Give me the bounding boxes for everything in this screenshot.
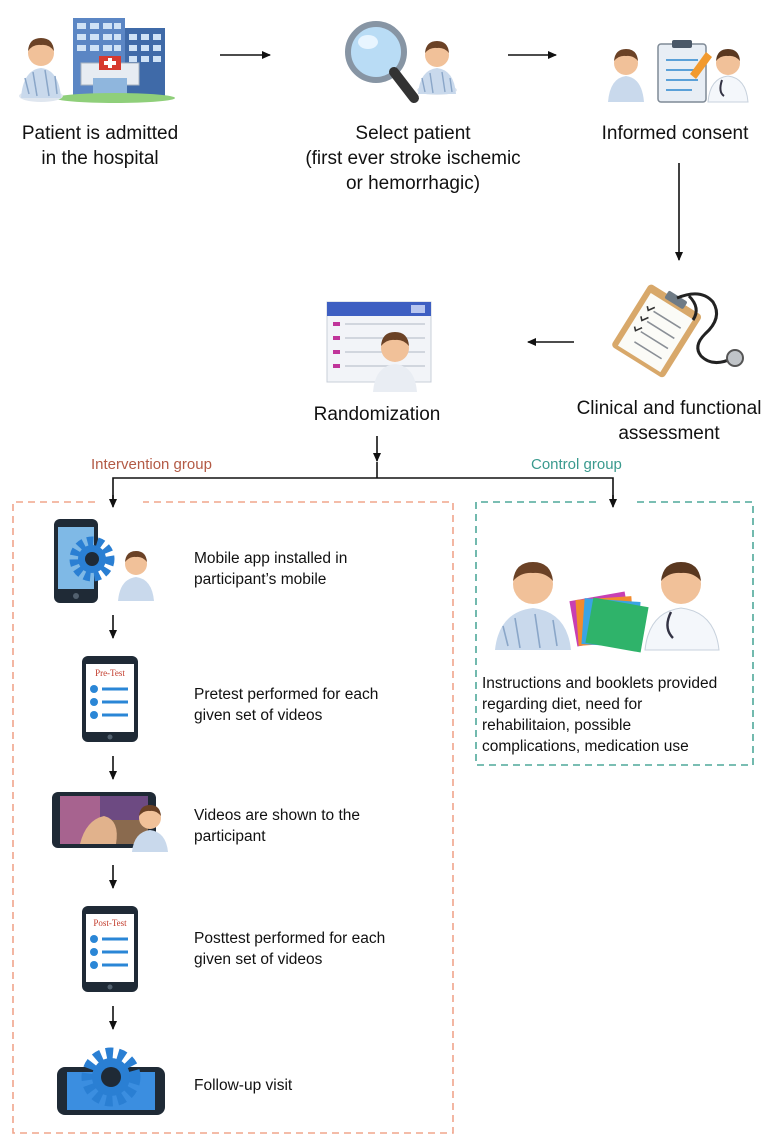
step-consent-label: Informed consent (601, 123, 749, 144)
intervention-group-label: Intervention group (91, 456, 212, 473)
step-select-label: Select patient (first ever stroke ischem… (305, 123, 521, 194)
intervention-step-4-text: Posttest performed for each given set of… (194, 930, 386, 968)
posttest-phone-icon: Post-Test (82, 906, 138, 992)
intervention-step-1-text: Mobile app installed in participant’s mo… (194, 550, 348, 588)
pretest-phone-icon: Pre-Test (82, 656, 138, 742)
svg-text:Pre-Test: Pre-Test (95, 668, 125, 678)
intervention-step-3-text: Videos are shown to the participant (194, 807, 361, 845)
doctor-booklets-patient-icon (495, 562, 720, 653)
svg-text:Post-Test: Post-Test (93, 918, 127, 928)
step-admitted-label: Patient is admitted in the hospital (21, 123, 179, 169)
split-branch (112, 477, 614, 505)
phone-gear-icon (57, 1047, 165, 1115)
step-assessment-label: Clinical and functional assessment (576, 398, 762, 444)
control-group-box (475, 501, 754, 766)
intervention-step-5-text: Follow-up visit (194, 1077, 293, 1094)
control-group-label: Control group (531, 456, 622, 473)
video-phone-icon (52, 792, 168, 852)
stethoscope-clipboard-icon (612, 284, 744, 378)
magnifier-patient-icon (345, 21, 457, 103)
mobile-gear-patient-icon (54, 519, 154, 603)
consent-icon (608, 40, 749, 103)
step-randomization-label: Randomization (313, 404, 441, 425)
control-text: Instructions and booklets provided regar… (482, 675, 718, 755)
intervention-step-2-text: Pretest performed for each given set of … (194, 686, 379, 724)
hospital-icon (19, 18, 175, 103)
randomization-list-icon (326, 301, 432, 392)
